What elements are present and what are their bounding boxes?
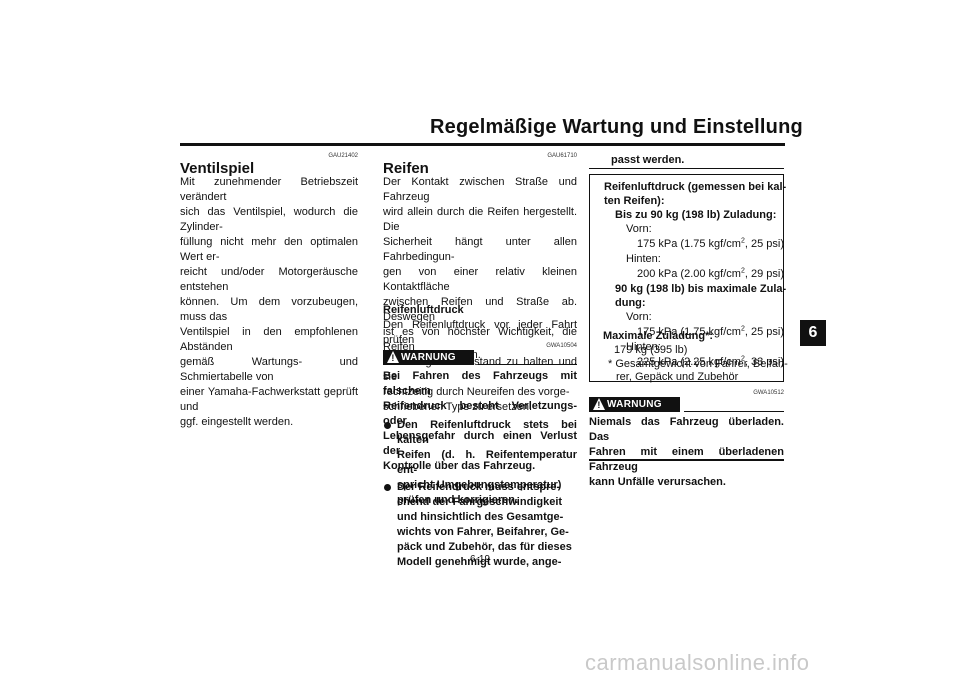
text-line: gemäß Wartungs- und Schmiertabelle von [180, 356, 358, 383]
header-rule [180, 143, 785, 146]
warning-code: GWA10504 [546, 343, 577, 349]
warning-label: WARNUNG [607, 399, 662, 410]
text-line: rechtzeitig durch Neureifen des vorge- [383, 386, 570, 398]
text-line: können. Um dem vorzubeugen, muss das [180, 296, 358, 323]
load-group-heading: Bis zu 90 kg (198 lb) Zuladung: [615, 209, 777, 221]
text-line: Niemals das Fahrzeug überladen. Das [589, 416, 784, 443]
text-line: prüfen und korrigieren. [397, 494, 519, 506]
max-load-value: 179 kg (395 lb) [614, 344, 688, 356]
text-line: Ventilspiel in den empfohlenen Abständen [180, 326, 358, 353]
text-line: reicht und/oder Motorgeräusche entstehen [180, 266, 358, 293]
section-code: GAU21402 [328, 153, 358, 159]
text-line: Der Reifendruck muss entspre- [384, 480, 577, 495]
text-line: Reifen (d. h. Reifentemperatur ent- [397, 449, 577, 476]
section-heading-reifen: Reifen [383, 160, 429, 177]
text-line: zwischen Reifen und Straße ab. Deswegen [383, 296, 577, 323]
subheading-reifenluftdruck: Reifenluftdruck [383, 304, 464, 316]
text-line: einer Yamaha-Fachwerkstatt geprüft und [180, 386, 358, 413]
warning-label: WARNUNG [401, 352, 456, 363]
load-group-heading: 90 kg (198 lb) bis maximale Zula- [615, 283, 787, 295]
warning-triangle-icon [387, 351, 399, 363]
bullet-icon [384, 484, 391, 491]
warning-bullet: Der Reifendruck muss entspre- chend der … [384, 480, 577, 570]
box-title: Reifenluftdruck (gemessen bei kal- [604, 181, 787, 193]
text-line: Mit zunehmender Betriebszeit verändert [180, 176, 358, 203]
footnote: * Gesamtgewicht von Fahrer, Beifah- [608, 358, 788, 370]
warning-triangle-icon [593, 398, 605, 410]
text-line: sich das Ventilspiel, wodurch die Zylind… [180, 206, 358, 233]
warning-text: Bei Fahren des Fahrzeugs mit falschem Re… [383, 369, 577, 474]
text-line: Lebensgefahr durch einen Verlust der [383, 430, 577, 457]
text-line: Den Reifenluftdruck vor jeder Fahrt prüf… [383, 319, 577, 346]
text-line: Den Reifenluftdruck stets bei kalten [384, 418, 577, 448]
text-line: ggf. eingestellt werden. [180, 416, 294, 428]
warning-bullet: Den Reifenluftdruck stets bei kalten Rei… [384, 418, 577, 508]
page-title: Regelmäßige Wartung und Einstellung [430, 116, 803, 138]
warning-badge: ! WARNUNG [383, 350, 474, 365]
text-line: Sicherheit hängt unter allen Fahrbedingu… [383, 236, 577, 263]
text-line: Fahren mit einem überladenen Fahrzeug [589, 446, 784, 473]
watermark: carmanualsonline.info [585, 650, 810, 675]
text-line: schriebenen Typs zu ersetzen. [383, 401, 532, 413]
warning-text: Niemals das Fahrzeug überladen. Das Fahr… [589, 415, 784, 490]
text-line: Bei Fahren des Fahrzeugs mit falschem [383, 370, 577, 397]
pressure-value: 175 kPa (1.75 kgf/cm2, 25 psi) [637, 325, 784, 338]
footnote: rer, Gepäck und Zubehör [616, 371, 739, 383]
warning-badge: ! WARNUNG [589, 397, 680, 412]
text-line: füllung nicht mehr den optimalen Wert er… [180, 236, 358, 263]
warning-rule [684, 411, 784, 412]
pressure-value: 200 kPa (2.00 kgf/cm2, 29 psi) [637, 267, 784, 280]
text-line: spricht Umgebungstemperatur) [397, 479, 562, 491]
text-line: wird allein durch die Reifen hergestellt… [383, 206, 577, 233]
load-group-heading: dung: [615, 297, 646, 309]
page-number: 6-19 [469, 554, 490, 565]
continued-text: passt werden. [611, 154, 685, 166]
text-line: und hinsichtlich des Gesamtge- [397, 511, 564, 523]
text-line: Kontrolle über das Fahrzeug. [383, 460, 536, 472]
chapter-tab: 6 [800, 320, 826, 346]
text-line: chend der Fahrgeschwindigkeit [397, 496, 563, 508]
tire-pressure-box: Reifenluftdruck (gemessen bei kal- ten R… [589, 174, 787, 382]
warning-rule [478, 364, 577, 365]
front-label: Vorn: [626, 311, 652, 323]
text-line: päck und Zubehör, das für dieses [397, 541, 572, 553]
rear-label: Hinten: [626, 341, 661, 353]
section-code: GAU61710 [547, 153, 577, 159]
rear-label: Hinten: [626, 253, 661, 265]
section-rule [589, 459, 784, 461]
text-line: wichts von Fahrer, Beifahrer, Ge- [397, 526, 569, 538]
ventilspiel-paragraph: Mit zunehmender Betriebszeit verändert s… [180, 175, 358, 430]
pressure-value: 175 kPa (1.75 kgf/cm2, 25 psi) [637, 237, 784, 250]
text-line: gen von einer relativ kleinen Kontaktflä… [383, 266, 577, 293]
text-line: kann Unfälle verursachen. [589, 476, 726, 488]
front-label: Vorn: [626, 223, 652, 235]
section-rule [589, 168, 784, 169]
pressure-value: 225 kPa (2.25 kgf/cm2, 33 psi) [637, 355, 784, 368]
warning-code: GWA10512 [753, 390, 784, 396]
text-line: Der Kontakt zwischen Straße und Fahrzeug [383, 176, 577, 203]
max-load-label: Maximale Zuladung*: [603, 330, 714, 342]
section-heading-ventilspiel: Ventilspiel [180, 160, 255, 177]
box-title: ten Reifen): [604, 195, 665, 207]
bullet-icon [384, 422, 391, 429]
text-line: Modell genehmigt wurde, ange- [397, 556, 562, 568]
